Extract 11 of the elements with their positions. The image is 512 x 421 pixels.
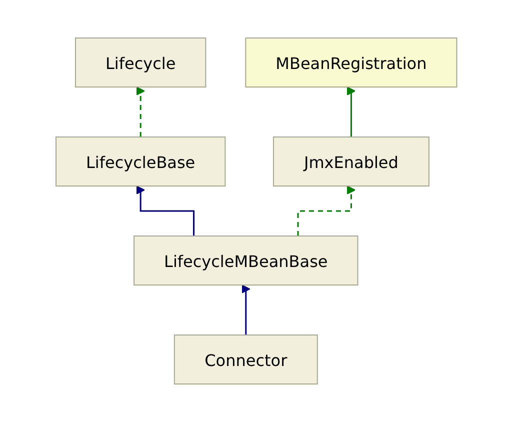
node-box: MBeanRegistration	[244, 37, 457, 87]
arrow	[241, 284, 250, 334]
arrow	[346, 86, 356, 136]
node-box: LifecycleBase	[55, 136, 226, 186]
node-box: LifecycleMBeanBase	[133, 235, 358, 285]
arrow	[136, 185, 194, 236]
node-box: JmxEnabled	[272, 136, 430, 186]
arrow	[296, 185, 356, 236]
arrow	[136, 86, 145, 136]
node-box: Lifecycle	[74, 37, 206, 87]
node-box: Connector	[174, 334, 318, 384]
